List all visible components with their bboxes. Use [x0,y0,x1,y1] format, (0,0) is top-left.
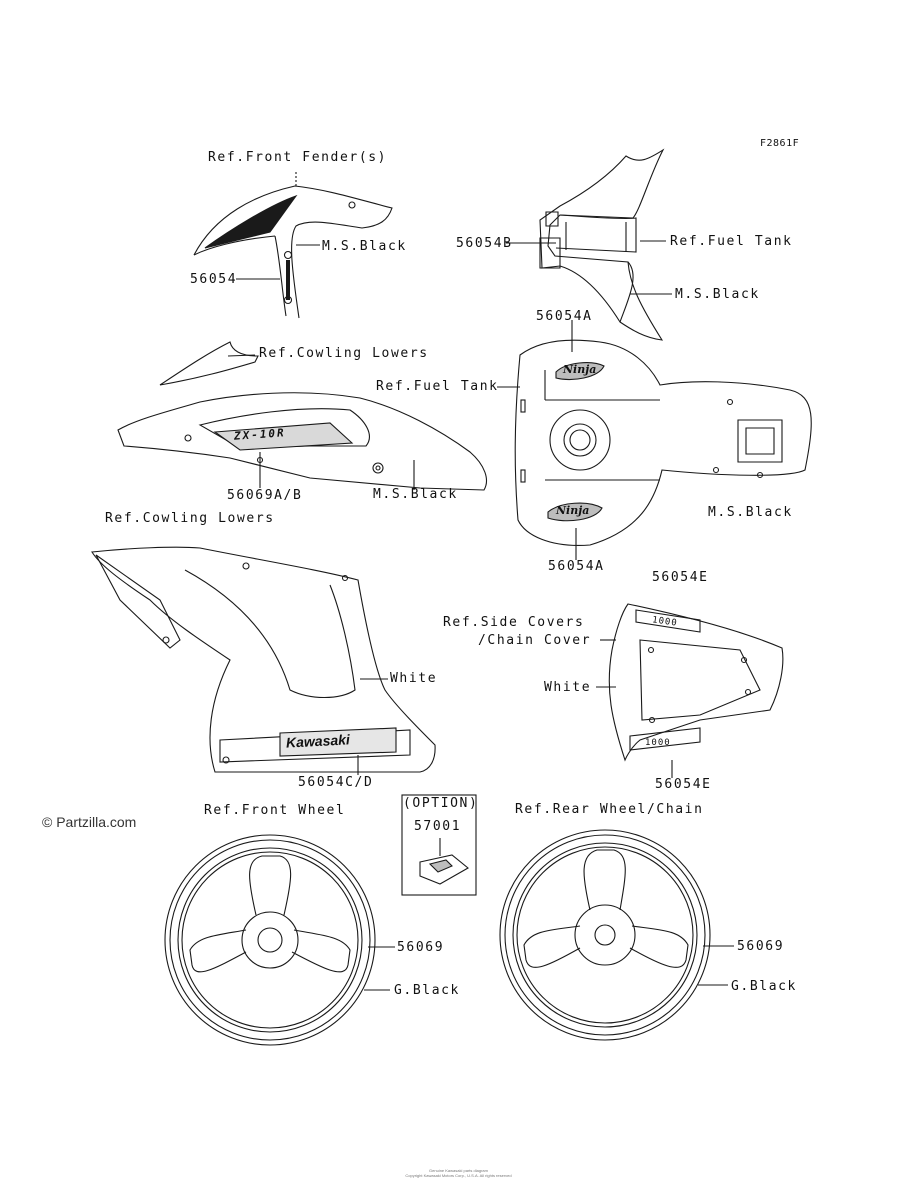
label-part-56054a-top: 56054A [536,309,593,324]
label-chain-cover: /Chain Cover [478,633,592,648]
label-part-56054e-top: 56054E [652,570,709,585]
label-part-56054: 56054 [190,272,238,287]
label-ref-fuel-tank-top: Ref.Fuel Tank [670,234,793,249]
label-part-56054b: 56054B [456,236,513,251]
footer-line-1: Genuine Kawasaki parts diagram [429,1168,488,1173]
decal-tank-logo-top: Ninja [563,363,597,376]
upper-fairing-illustration [117,341,488,491]
tail-cowl-illustration [506,148,672,341]
label-ref-front-wheel: Ref.Front Wheel [204,803,346,818]
label-part-56054cd: 56054C/D [298,775,374,790]
label-ref-rear-wheel: Ref.Rear Wheel/Chain [515,802,704,817]
footer-fine-print: Genuine Kawasaki parts diagram Copyright… [300,1168,617,1178]
decal-tank-logo-bottom: Ninja [556,504,590,517]
label-ref-front-fender: Ref.Front Fender(s) [208,150,388,165]
label-white-side: White [544,680,592,695]
label-part-56054e-bottom: 56054E [655,777,712,792]
label-ms-black-tank: M.S.Black [708,505,793,520]
decal-brand-text: Kawasaki [285,731,351,751]
label-part-56069ab: 56069A/B [227,488,303,503]
lower-cowl-illustration [91,546,436,775]
copyright-notice: © Partzilla.com [42,814,137,830]
label-part-56054a-bottom: 56054A [548,559,605,574]
label-ref-cowling-lowers-top: Ref.Cowling Lowers [259,346,429,361]
label-ms-black-fender: M.S.Black [322,239,407,254]
label-part-56069-front: 56069 [397,940,445,955]
front-fender-illustration [193,172,393,319]
rear-wheel-illustration [499,829,734,1041]
label-ref-fuel-tank-mid: Ref.Fuel Tank [376,379,499,394]
figure-code: F2861F [760,138,800,149]
label-option: (OPTION) [403,796,479,811]
label-ref-side-covers: Ref.Side Covers [443,615,585,630]
label-ms-black-tank-top: M.S.Black [675,287,760,302]
footer-line-2: Copyright Kawasaki Motors Corp., U.S.A. … [405,1173,512,1178]
label-part-56069-rear: 56069 [737,939,785,954]
label-gblack-rear: G.Black [731,979,797,994]
label-gblack-front: G.Black [394,983,460,998]
decal-badge-bottom: 1000 [645,738,671,748]
seat-cowl-illustration [596,603,784,778]
label-part-57001: 57001 [414,819,462,834]
fuel-tank-illustration [497,320,812,560]
label-ms-black-cowl: M.S.Black [373,487,458,502]
label-white-cowl: White [390,671,438,686]
front-wheel-illustration [164,834,395,1046]
label-ref-cowling-lowers-bottom: Ref.Cowling Lowers [105,511,275,526]
option-tool-illustration [401,794,477,896]
